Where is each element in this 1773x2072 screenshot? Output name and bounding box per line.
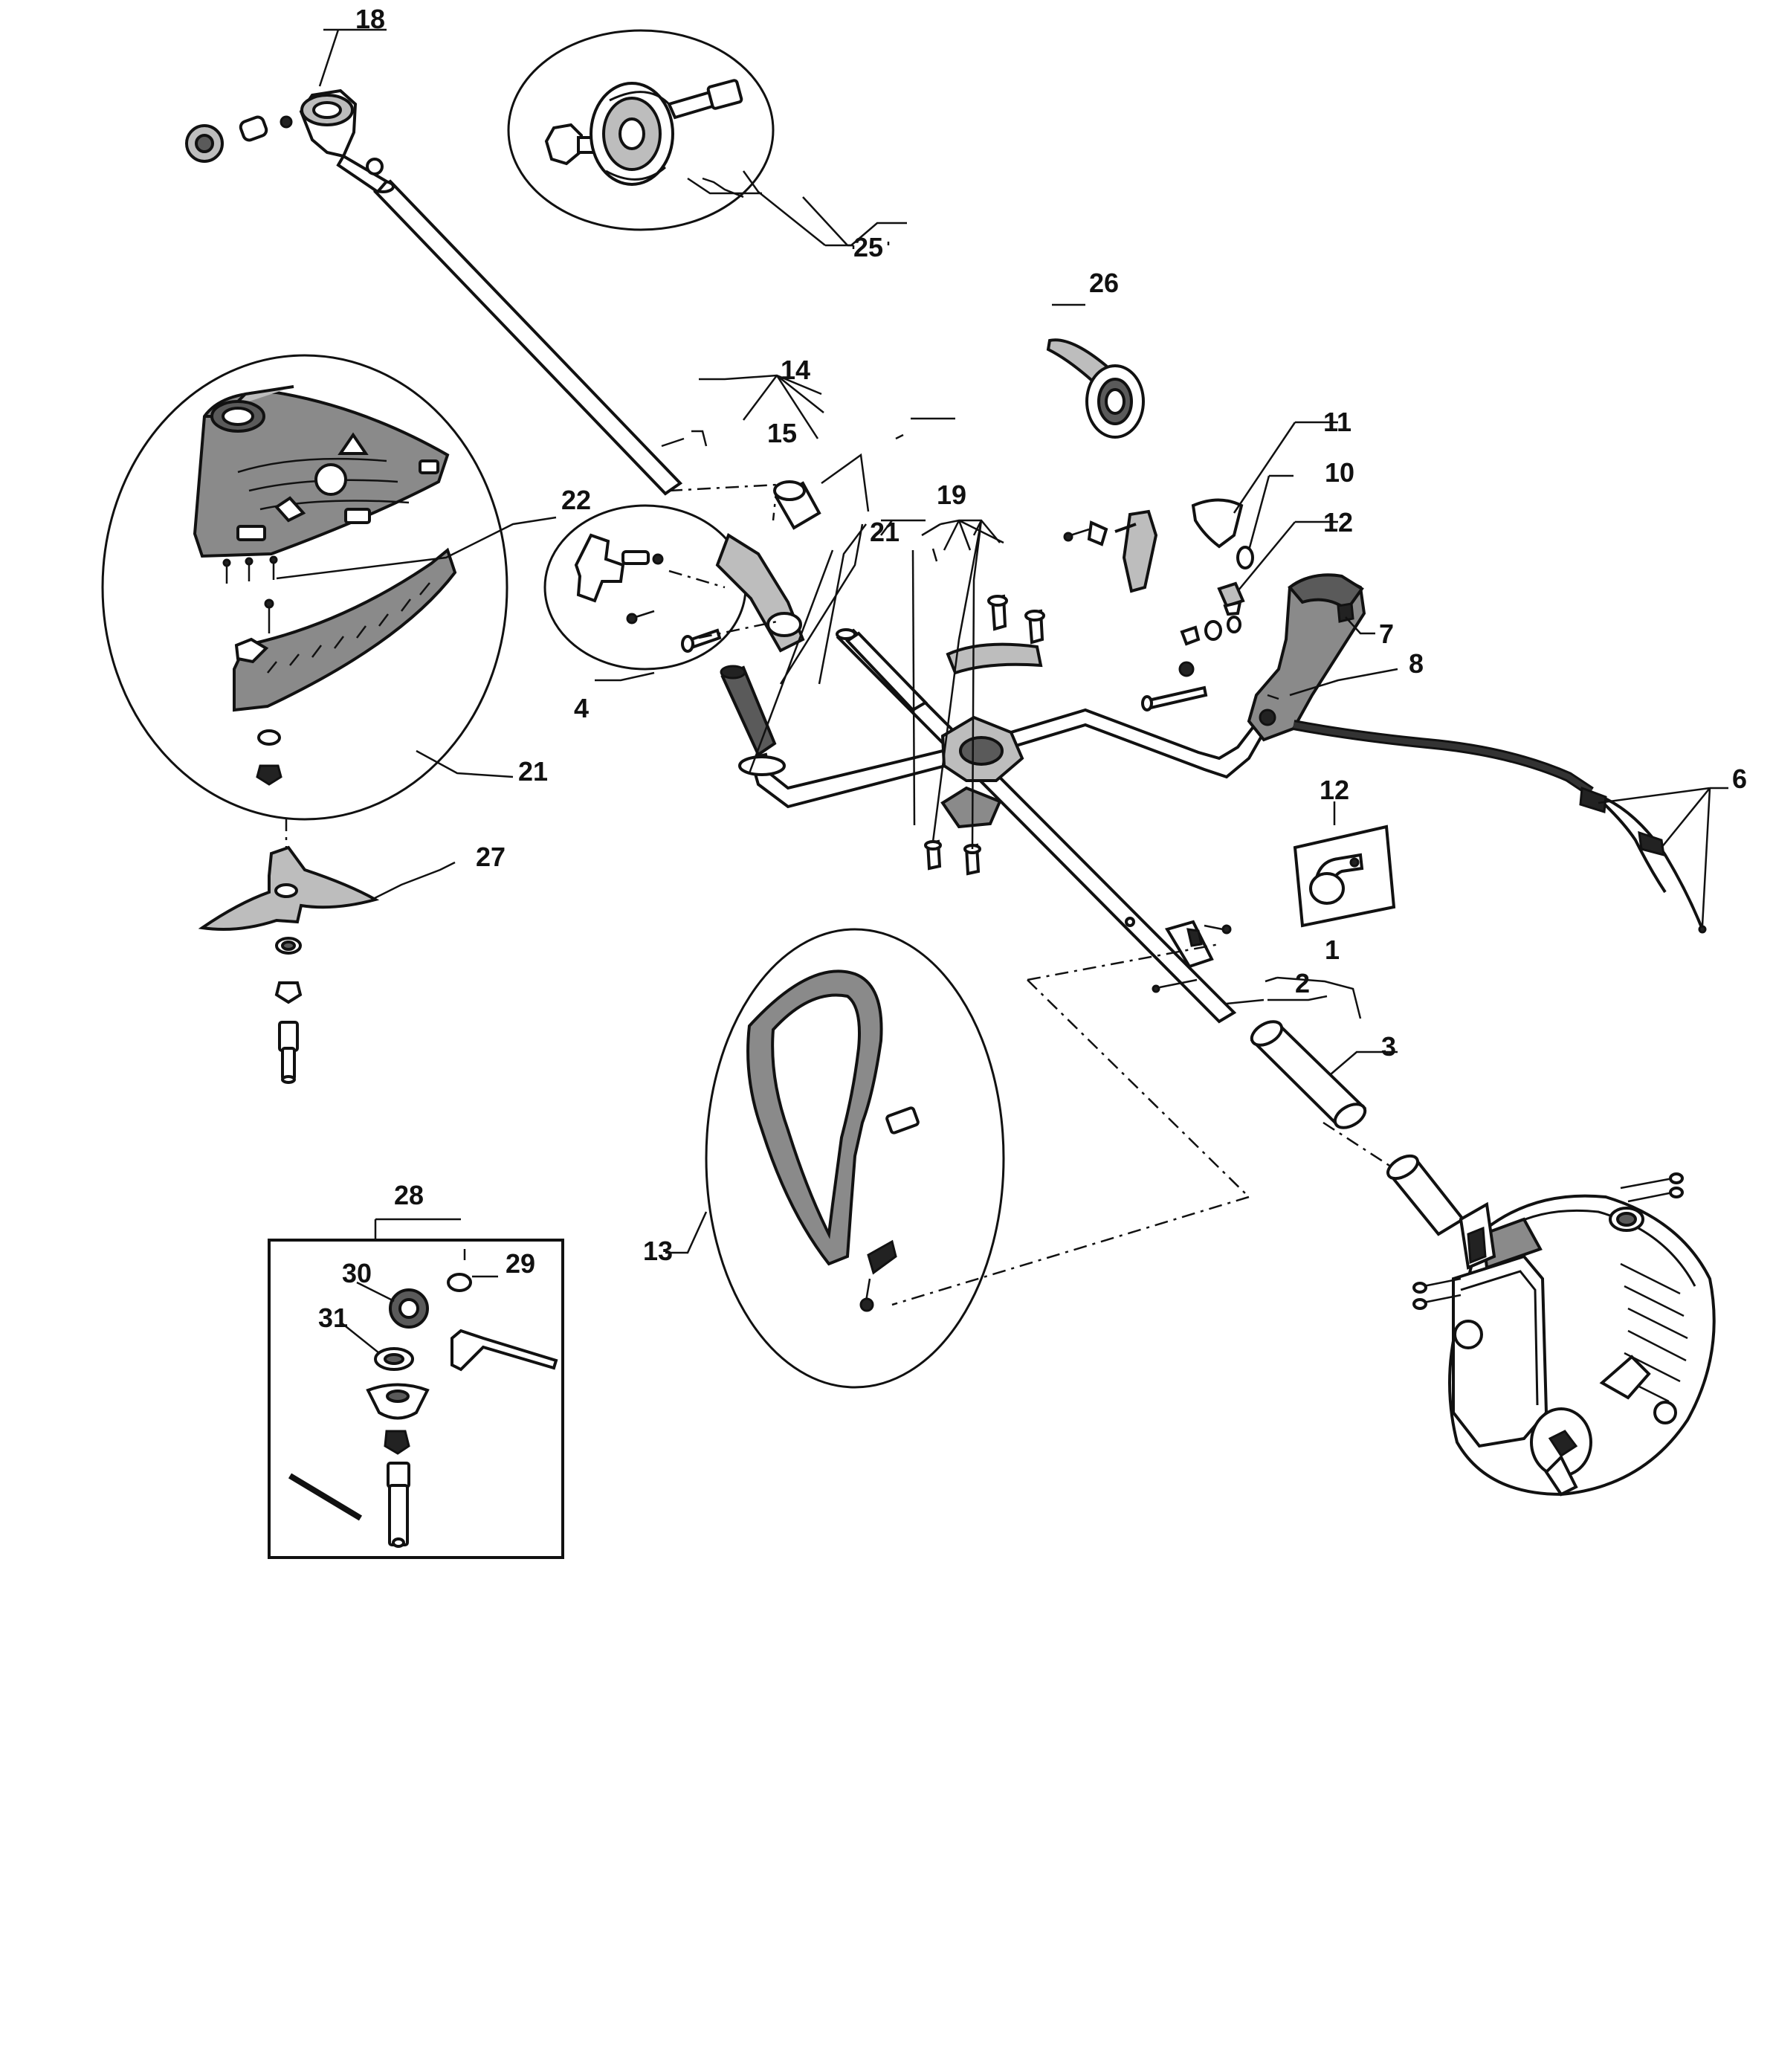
trimmer-head-kit-part-25	[507, 29, 775, 231]
cutting-blade-part-27	[198, 818, 380, 1084]
callout-14: 14	[781, 355, 810, 385]
gear-head-part-16	[185, 88, 390, 194]
callout-3: 3	[1381, 1031, 1396, 1062]
throttle-lever-part-26	[1046, 338, 1145, 439]
callout-25: 25	[853, 232, 883, 262]
callout-31: 31	[318, 1303, 348, 1333]
throttle-linkage	[1063, 509, 1158, 593]
callout-1: 1	[1325, 935, 1340, 965]
blade-guard-assembly-part-21	[101, 354, 508, 821]
callout-28: 28	[394, 1180, 424, 1210]
switch-part-11	[1217, 581, 1245, 616]
callout-9: 10	[1325, 457, 1354, 488]
callout-21-label: 21	[518, 756, 548, 787]
callout-8: 8	[1409, 648, 1424, 679]
callout-11: 12	[1323, 507, 1353, 538]
callout-2: 2	[1295, 968, 1310, 998]
callout-4: 4	[574, 693, 589, 723]
callout-27: 27	[476, 842, 506, 872]
handlebar	[720, 594, 1266, 876]
grip-sleeve-near-clamp	[773, 480, 821, 530]
dashed-link-lower-b	[1027, 979, 1250, 1198]
callout-15: 15	[767, 418, 797, 448]
callout-18: 19	[937, 480, 966, 510]
callout-26: 26	[1089, 268, 1119, 298]
cover-part-10	[1191, 498, 1244, 549]
tool-kit-box-part-28	[268, 1239, 564, 1559]
callout-10: 11	[1323, 407, 1351, 437]
spring-part-9	[1236, 546, 1254, 569]
callout-13: 13	[643, 1236, 673, 1266]
dashed-link-lower-c	[891, 1195, 1250, 1306]
callout-29: 29	[506, 1248, 535, 1279]
shaft-sleeve-part-3	[1250, 1020, 1367, 1129]
shoulder-harness-part-13	[705, 928, 1005, 1389]
leader-lines	[276, 28, 1728, 1354]
dashed-link-lower-d	[1323, 1121, 1398, 1172]
callout-7: 7	[1379, 619, 1394, 649]
callout-22: 22	[561, 485, 591, 515]
callout-30: 30	[342, 1258, 372, 1288]
callout-6: 6	[1732, 764, 1747, 794]
callout-19: 21	[870, 517, 900, 547]
engine-unit	[1386, 1154, 1716, 1497]
main-shaft-tube	[836, 628, 1237, 1024]
handle-hardware	[1141, 616, 1241, 711]
dashed-link-upper	[668, 483, 778, 492]
callout-16: 18	[355, 4, 385, 34]
dashed-link-lower-a	[1027, 943, 1220, 981]
callout-labels: 18 25 26 14 15 11 10 12 19 21 22 7 8 4 2…	[318, 4, 1747, 1333]
cable-clip-part-12	[1293, 824, 1396, 928]
callout-12-label: 12	[1320, 775, 1349, 805]
clamp-assembly-part-4	[543, 504, 805, 671]
